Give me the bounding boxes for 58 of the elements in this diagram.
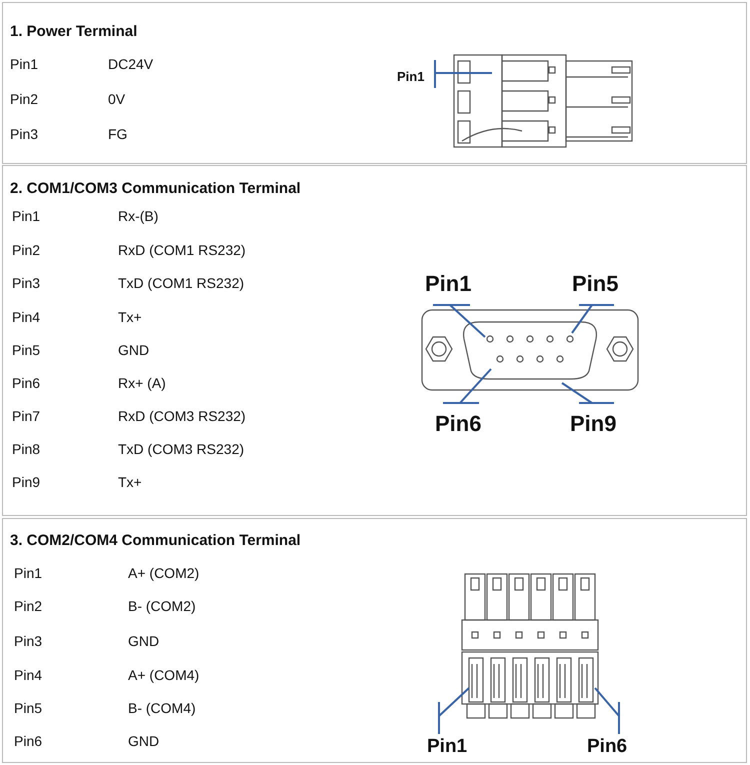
leader-line bbox=[594, 687, 620, 735]
leader-line bbox=[571, 304, 615, 334]
pin-name: Pin2 bbox=[10, 91, 38, 107]
pin-name: Pin2 bbox=[14, 598, 42, 614]
signal-name: 0V bbox=[108, 91, 126, 107]
pin-name: Pin3 bbox=[10, 126, 38, 142]
pin-name: Pin4 bbox=[14, 667, 42, 683]
section-heading: 2. COM1/COM3 Communication Terminal bbox=[10, 180, 301, 197]
callout-label: Pin6 bbox=[587, 737, 628, 756]
section-heading: 3. COM2/COM4 Communication Terminal bbox=[10, 532, 301, 549]
pin-name: Pin3 bbox=[12, 275, 40, 291]
pin-name: Pin3 bbox=[14, 633, 42, 649]
pin-name: Pin1 bbox=[14, 565, 42, 581]
signal-name: A+ (COM2) bbox=[128, 565, 200, 581]
signal-name: A+ (COM4) bbox=[128, 667, 200, 683]
signal-name: GND bbox=[128, 733, 160, 749]
signal-name: TxD (COM1 RS232) bbox=[118, 275, 244, 291]
signal-name: FG bbox=[108, 126, 128, 142]
leader-line bbox=[432, 304, 486, 338]
table-section bbox=[2, 165, 747, 516]
callout-label: Pin1 bbox=[397, 70, 424, 83]
pin-name: Pin5 bbox=[12, 342, 40, 358]
leader-line bbox=[438, 687, 470, 735]
pin-name: Pin8 bbox=[12, 441, 40, 457]
table-section bbox=[2, 518, 747, 763]
signal-name: Rx+ (A) bbox=[118, 375, 166, 391]
signal-name: GND bbox=[128, 633, 160, 649]
leader-line bbox=[434, 59, 493, 89]
callout-label: Pin1 bbox=[427, 737, 468, 756]
signal-name: DC24V bbox=[108, 56, 154, 72]
signal-name: Rx-(B) bbox=[118, 208, 158, 224]
callout-label: Pin6 bbox=[435, 413, 482, 435]
signal-name: Tx+ bbox=[118, 309, 142, 325]
pin-name: Pin6 bbox=[14, 733, 42, 749]
pin-name: Pin4 bbox=[12, 309, 40, 325]
signal-name: B- (COM4) bbox=[128, 700, 196, 716]
pin-name: Pin6 bbox=[12, 375, 40, 391]
signal-name: RxD (COM1 RS232) bbox=[118, 242, 246, 258]
pin-name: Pin1 bbox=[10, 56, 38, 72]
table-section bbox=[2, 2, 747, 164]
pin-name: Pin7 bbox=[12, 408, 40, 424]
section-heading: 1. Power Terminal bbox=[10, 23, 138, 40]
pin-name: Pin5 bbox=[14, 700, 42, 716]
leader-line bbox=[561, 382, 615, 404]
terminal-block-drawing bbox=[452, 53, 634, 149]
pin-name: Pin2 bbox=[12, 242, 40, 258]
signal-name: TxD (COM3 RS232) bbox=[118, 441, 244, 457]
pin-name: Pin1 bbox=[12, 208, 40, 224]
d-sub-connector-drawing bbox=[421, 309, 639, 391]
callout-label: Pin5 bbox=[572, 273, 618, 295]
pin-name: Pin9 bbox=[12, 474, 40, 490]
callout-label: Pin9 bbox=[570, 413, 616, 435]
signal-name: Tx+ bbox=[118, 474, 142, 490]
signal-name: B- (COM2) bbox=[128, 598, 196, 614]
leader-line bbox=[442, 368, 492, 404]
signal-name: RxD (COM3 RS232) bbox=[118, 408, 246, 424]
signal-name: GND bbox=[118, 342, 150, 358]
callout-label: Pin1 bbox=[425, 273, 472, 295]
